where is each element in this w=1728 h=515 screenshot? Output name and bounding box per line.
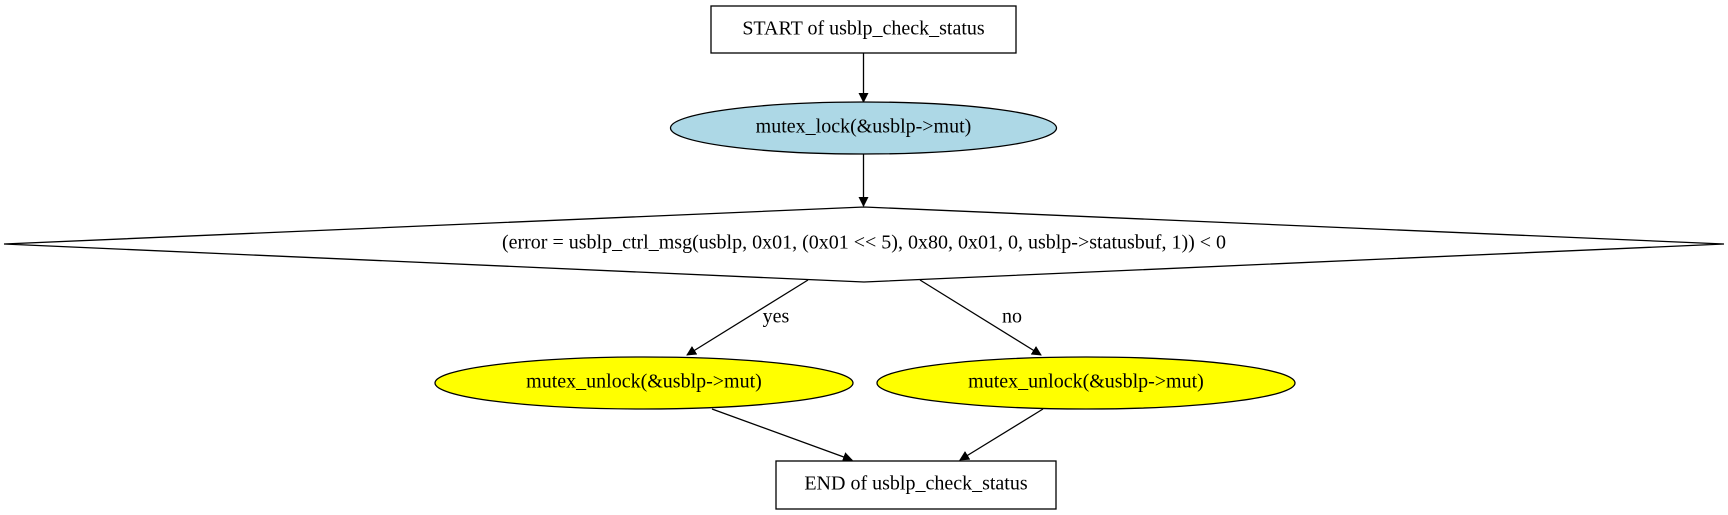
decision-node: (error = usblp_ctrl_msg(usblp, 0x01, (0x… — [3, 206, 1725, 283]
edge-no — [919, 279, 1042, 356]
decision-label: (error = usblp_ctrl_msg(usblp, 0x01, (0x… — [502, 232, 1226, 254]
edge-yes-label: yes — [763, 306, 790, 328]
unlock-yes-ellipse — [434, 356, 854, 410]
unlock-yes-label: mutex_unlock(&usblp->mut) — [526, 371, 762, 393]
edge-no-label: no — [1002, 306, 1022, 328]
end-node: END of usblp_check_status — [775, 460, 1057, 510]
lock-node: mutex_lock(&usblp->mut) — [669, 101, 1058, 155]
start-label: START of usblp_check_status — [742, 18, 985, 40]
lock-label: mutex_lock(&usblp->mut) — [756, 116, 972, 138]
unlock-no-node: mutex_unlock(&usblp->mut) — [876, 356, 1296, 410]
edge-yes — [686, 279, 809, 356]
unlock-no-label: mutex_unlock(&usblp->mut) — [968, 371, 1204, 393]
start-node: START of usblp_check_status — [710, 5, 1017, 54]
decision-diamond — [3, 206, 1725, 283]
edge-unlock-no-to-end — [959, 408, 1044, 461]
edge-unlock-yes-to-end — [711, 408, 853, 462]
unlock-no-ellipse — [876, 356, 1296, 410]
unlock-yes-node: mutex_unlock(&usblp->mut) — [434, 356, 854, 410]
end-label: END of usblp_check_status — [804, 473, 1028, 495]
